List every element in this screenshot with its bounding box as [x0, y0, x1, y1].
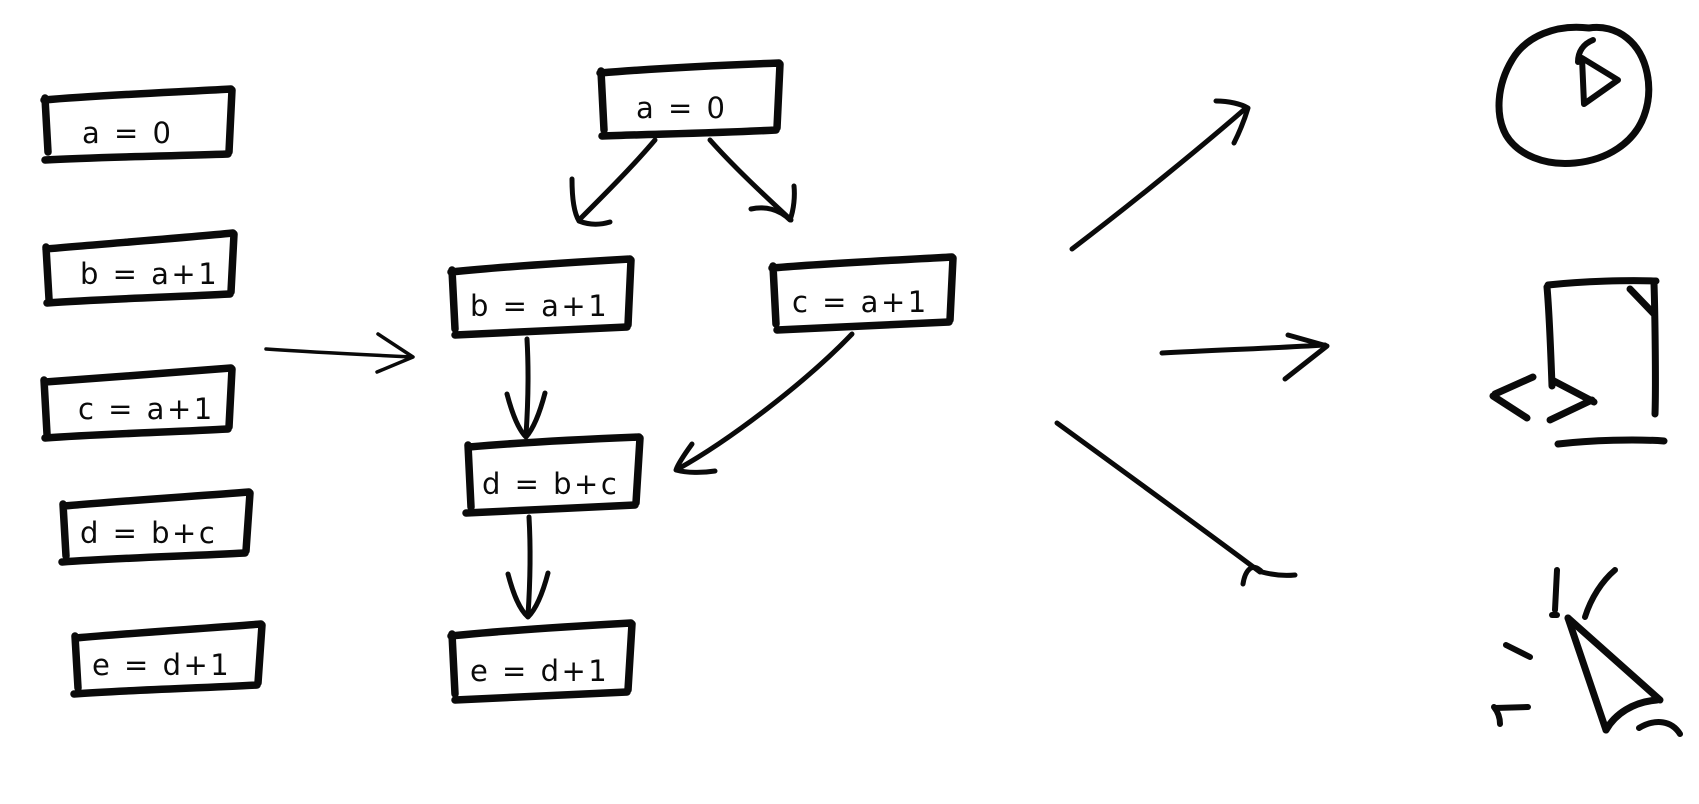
list-item[interactable]: a = 0	[40, 85, 236, 164]
list-item[interactable]: c = a+1	[40, 364, 236, 442]
list-item[interactable]: d = b+c	[58, 488, 254, 566]
graph-node-label: b = a+1	[470, 289, 609, 323]
list-item-label: c = a+1	[78, 392, 215, 426]
cursor-click-icon[interactable]	[1491, 567, 1683, 737]
graph-node-c[interactable]: c = a+1	[768, 253, 957, 334]
graph-edge-c-d	[673, 331, 855, 475]
graph-node-label: c = a+1	[792, 285, 929, 319]
dependency-graph: a = 0 b = a+1 c = a+1	[447, 59, 957, 704]
graph-node-e[interactable]: e = d+1	[447, 619, 636, 704]
play-button-icon[interactable]	[1495, 23, 1653, 167]
graph-edge-b-d	[504, 336, 548, 440]
graph-edge-d-e	[505, 514, 551, 620]
list-item-label: d = b+c	[80, 516, 217, 550]
list-item[interactable]: e = d+1	[70, 620, 266, 698]
list-item-label: a = 0	[82, 116, 173, 150]
list-item-label: e = d+1	[92, 648, 231, 682]
graph-node-d[interactable]: d = b+c	[462, 433, 644, 517]
arrow-to-run	[1069, 98, 1251, 252]
list-item[interactable]: b = a+1	[42, 229, 238, 307]
graph-node-b[interactable]: b = a+1	[447, 255, 635, 339]
graph-node-label: e = d+1	[470, 654, 609, 688]
graph-edge-a-b	[569, 137, 658, 227]
arrow-to-code	[1159, 332, 1330, 382]
statement-list: a = 0 b = a+1 c = a+1 d = b+c e = d+1	[40, 85, 266, 698]
graph-node-a[interactable]: a = 0	[596, 59, 784, 140]
arrow-list-to-graph	[264, 332, 415, 374]
outputs	[1489, 23, 1683, 737]
code-file-icon[interactable]	[1489, 277, 1668, 448]
arrow-to-click	[1054, 420, 1298, 587]
graph-node-label: d = b+c	[482, 467, 619, 501]
graph-edge-a-c	[707, 137, 797, 223]
list-item-label: b = a+1	[80, 257, 219, 291]
graph-node-label: a = 0	[636, 91, 727, 125]
